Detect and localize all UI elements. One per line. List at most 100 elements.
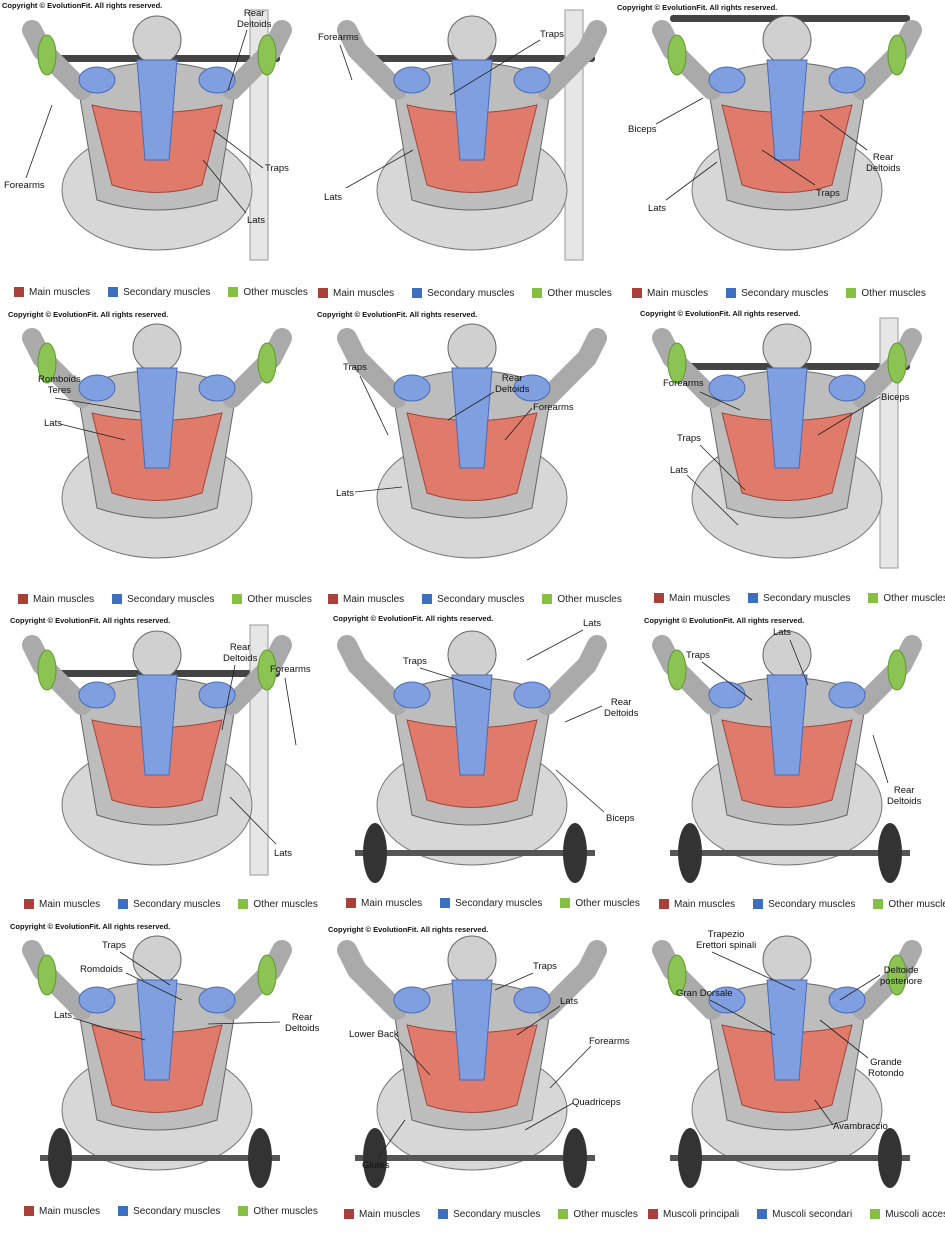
- legend-label: Other muscles: [888, 898, 945, 910]
- head: [447, 630, 497, 680]
- left-forearm: [667, 342, 687, 384]
- left-rear-deltoid: [78, 66, 116, 94]
- muscle-label: Rear Deltoids: [285, 1012, 320, 1034]
- muscle-label: Lats: [247, 215, 265, 226]
- muscle-label: Romboids Teres: [38, 374, 81, 396]
- muscle-label: Lats: [324, 192, 342, 203]
- left-rear-deltoid: [708, 681, 746, 709]
- left-arm: [337, 635, 407, 715]
- legend-item: Main muscles: [632, 288, 708, 299]
- right-rear-deltoid: [198, 66, 236, 94]
- muscle-label: Biceps: [628, 124, 657, 135]
- weight-plate-right: [248, 1128, 272, 1188]
- legend-item: Main muscles: [328, 594, 404, 605]
- head: [447, 15, 497, 65]
- left-rear-deltoid: [393, 681, 431, 709]
- weight-plate-left: [678, 823, 702, 883]
- muscle-label: Lats: [648, 203, 666, 214]
- right-rear-deltoid: [198, 374, 236, 402]
- head: [447, 935, 497, 985]
- muscle-legend: Main muscles Secondary muscles Other muscl…: [328, 592, 634, 606]
- legend-swatch: [228, 287, 239, 297]
- muscle-label: Trapezio Erettori spinali: [696, 929, 757, 951]
- muscle-label: Romdoids: [80, 964, 123, 975]
- left-arm: [337, 940, 407, 1020]
- left-forearm: [667, 954, 687, 996]
- exercise-figure-1: [22, 9, 292, 261]
- muscle-label: Forearms: [270, 664, 311, 675]
- legend-swatch: [870, 1209, 881, 1219]
- legend-item: Secondary muscles: [753, 899, 855, 910]
- muscle-label: Traps: [265, 163, 289, 174]
- head: [762, 323, 812, 373]
- legend-swatch: [14, 287, 24, 297]
- copyright-notice: Copyright © EvolutionFit. All rights res…: [640, 309, 801, 318]
- legend-item: Secondary muscles: [438, 1209, 540, 1220]
- legend-label: Secondary muscles: [453, 1208, 541, 1220]
- exercise-figure-4: [22, 323, 292, 559]
- muscle-label: Forearms: [663, 378, 704, 389]
- legend-swatch: [438, 1209, 449, 1219]
- head: [762, 630, 812, 680]
- legend-item: Secondary muscles: [440, 898, 542, 909]
- exercise-figure-10: [22, 935, 292, 1188]
- exercise-figure-2: [337, 9, 607, 261]
- muscle-label: Traps: [343, 362, 367, 373]
- legend-swatch: [846, 288, 857, 298]
- legend-item: Main muscles: [18, 594, 94, 605]
- muscle-label: Rear Deltoids: [223, 642, 258, 664]
- legend-swatch: [112, 594, 123, 604]
- legend-label: Main muscles: [343, 593, 405, 605]
- legend-item: Other muscles: [560, 898, 640, 909]
- legend-item: Other muscles: [846, 287, 926, 299]
- legend-item: Main muscles: [344, 1209, 420, 1220]
- legend-item: Secondary muscles: [748, 593, 850, 604]
- right-rear-deltoid: [513, 66, 551, 94]
- right-rear-deltoid: [828, 681, 866, 709]
- legend-swatch: [868, 593, 879, 603]
- head: [132, 630, 182, 680]
- muscle-label: Rear Deltoids: [866, 152, 901, 174]
- weight-plate-right: [878, 1128, 902, 1188]
- legend-label: Secondary muscles: [123, 286, 211, 298]
- copyright-notice: Copyright © EvolutionFit. All rights res…: [10, 616, 171, 625]
- copyright-notice: Copyright © EvolutionFit. All rights res…: [8, 310, 169, 319]
- muscle-label: Rear Deltoids: [495, 373, 530, 395]
- legend-label: Other muscles: [253, 898, 318, 910]
- muscle-label: Quadriceps: [572, 1097, 621, 1108]
- copyright-notice: Copyright © EvolutionFit. All rights res…: [10, 922, 171, 931]
- legend-swatch: [344, 1209, 354, 1219]
- muscle-label: Traps: [533, 961, 557, 972]
- legend-label: Secondary muscles: [437, 593, 525, 605]
- legend-label: Muscoli principali: [663, 1208, 740, 1220]
- left-arm: [337, 20, 407, 100]
- legend-swatch: [558, 1209, 569, 1219]
- muscle-label: Lats: [336, 488, 354, 499]
- barbell-bar: [670, 1155, 910, 1161]
- muscle-label: Traps: [403, 656, 427, 667]
- legend-swatch: [757, 1209, 768, 1219]
- muscle-label: Traps: [540, 29, 564, 40]
- left-rear-deltoid: [78, 681, 116, 709]
- weight-plate-left: [363, 1128, 387, 1188]
- weight-plate-left: [678, 1128, 702, 1188]
- right-forearm: [887, 342, 907, 384]
- left-rear-deltoid: [708, 66, 746, 94]
- legend-label: Main muscles: [647, 287, 709, 299]
- muscle-label: Biceps: [606, 813, 635, 824]
- muscle-label: Lats: [773, 627, 791, 638]
- legend-label: Other muscles: [557, 593, 622, 605]
- copyright-notice: Copyright © EvolutionFit. All rights res…: [644, 616, 805, 625]
- exercise-figure-5: [337, 323, 607, 559]
- right-forearm: [887, 34, 907, 76]
- traps-muscle: [136, 59, 178, 161]
- left-forearm: [667, 649, 687, 691]
- legend-label: Other muscles: [861, 287, 926, 299]
- legend-item: Secondary muscles: [118, 899, 220, 910]
